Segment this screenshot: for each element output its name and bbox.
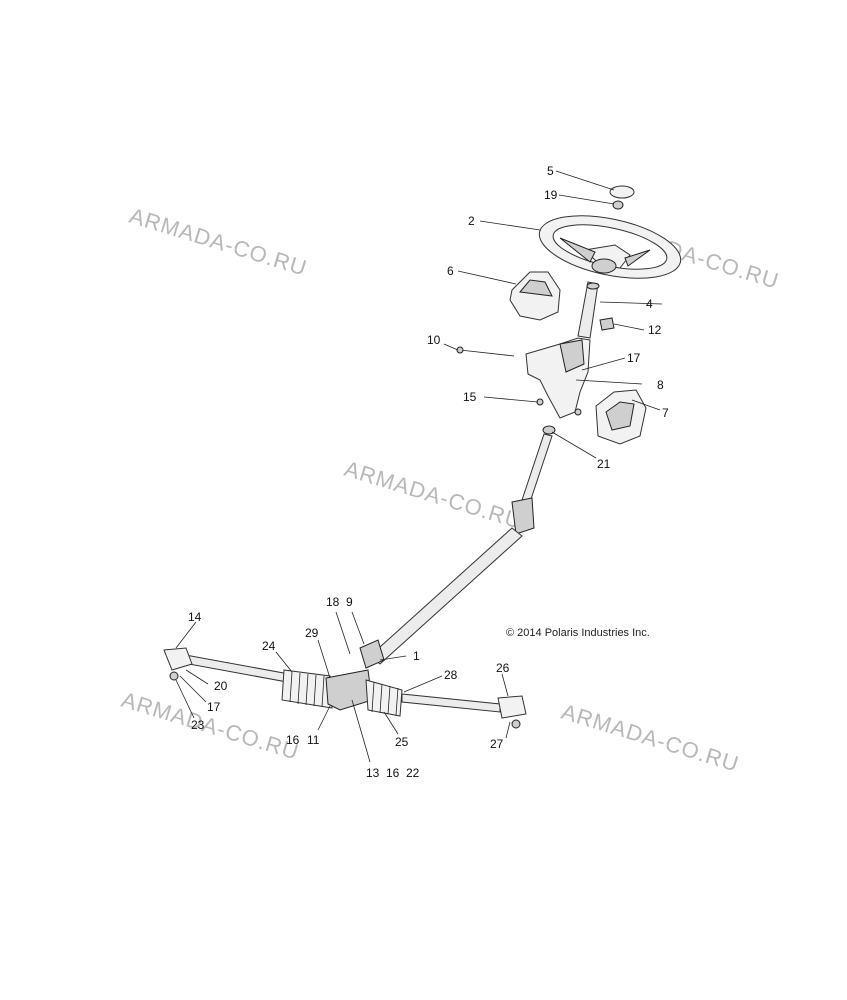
steering-rack (177, 653, 501, 717)
callout-18: 18 (326, 595, 340, 609)
callout-16-left: 16 (286, 733, 300, 747)
intermediate-shaft (369, 527, 523, 665)
callout-29: 29 (305, 626, 319, 640)
callout-2: 2 (468, 214, 475, 228)
callout-5: 5 (547, 164, 554, 178)
callout-8: 8 (657, 378, 664, 392)
callout-1: 1 (413, 649, 420, 663)
leader-lines (175, 170, 663, 763)
callout-7: 7 (662, 406, 669, 420)
callout-25: 25 (395, 735, 409, 749)
lower-u-joint (359, 639, 385, 669)
callout-13: 13 (366, 766, 380, 780)
steering-wheel (538, 215, 682, 279)
wheel-nut (612, 200, 624, 210)
upper-column-cover (509, 271, 561, 321)
column-clip (599, 317, 615, 331)
callout-labels: 5 19 2 6 4 12 10 17 8 15 7 21 18 9 14 1 … (188, 164, 669, 780)
callout-26: 26 (496, 661, 510, 675)
callout-19: 19 (544, 188, 558, 202)
left-tie-rod-end (163, 647, 193, 671)
callout-24: 24 (262, 639, 276, 653)
right-tie-rod-end (497, 695, 527, 719)
callout-21: 21 (597, 457, 611, 471)
callout-22: 22 (406, 766, 420, 780)
callout-20: 20 (214, 679, 228, 693)
callout-6: 6 (447, 264, 454, 278)
watermark-bottom-right: ARMADA-CO.RU (559, 699, 743, 777)
callout-4: 4 (646, 297, 653, 311)
callout-28: 28 (444, 668, 458, 682)
callout-17-upper: 17 (627, 351, 641, 365)
callout-27: 27 (490, 737, 504, 751)
callout-17-lower: 17 (207, 700, 221, 714)
copyright-notice: © 2014 Polaris Industries Inc. (506, 627, 650, 639)
steering-column-upper (577, 281, 599, 339)
watermark-center: ARMADA-CO.RU (342, 456, 526, 534)
callout-23: 23 (191, 718, 205, 732)
callout-14: 14 (188, 610, 202, 624)
watermark-top-left: ARMADA-CO.RU (127, 203, 311, 281)
callout-12: 12 (648, 323, 662, 337)
watermark-bottom-left: ARMADA-CO.RU (119, 687, 303, 765)
lower-steering-shaft (521, 433, 553, 503)
callout-15: 15 (463, 390, 477, 404)
center-cap (609, 185, 635, 199)
callout-16-center: 16 (386, 766, 400, 780)
callout-10: 10 (427, 333, 441, 347)
callout-9: 9 (346, 595, 353, 609)
callout-11: 11 (307, 733, 320, 747)
